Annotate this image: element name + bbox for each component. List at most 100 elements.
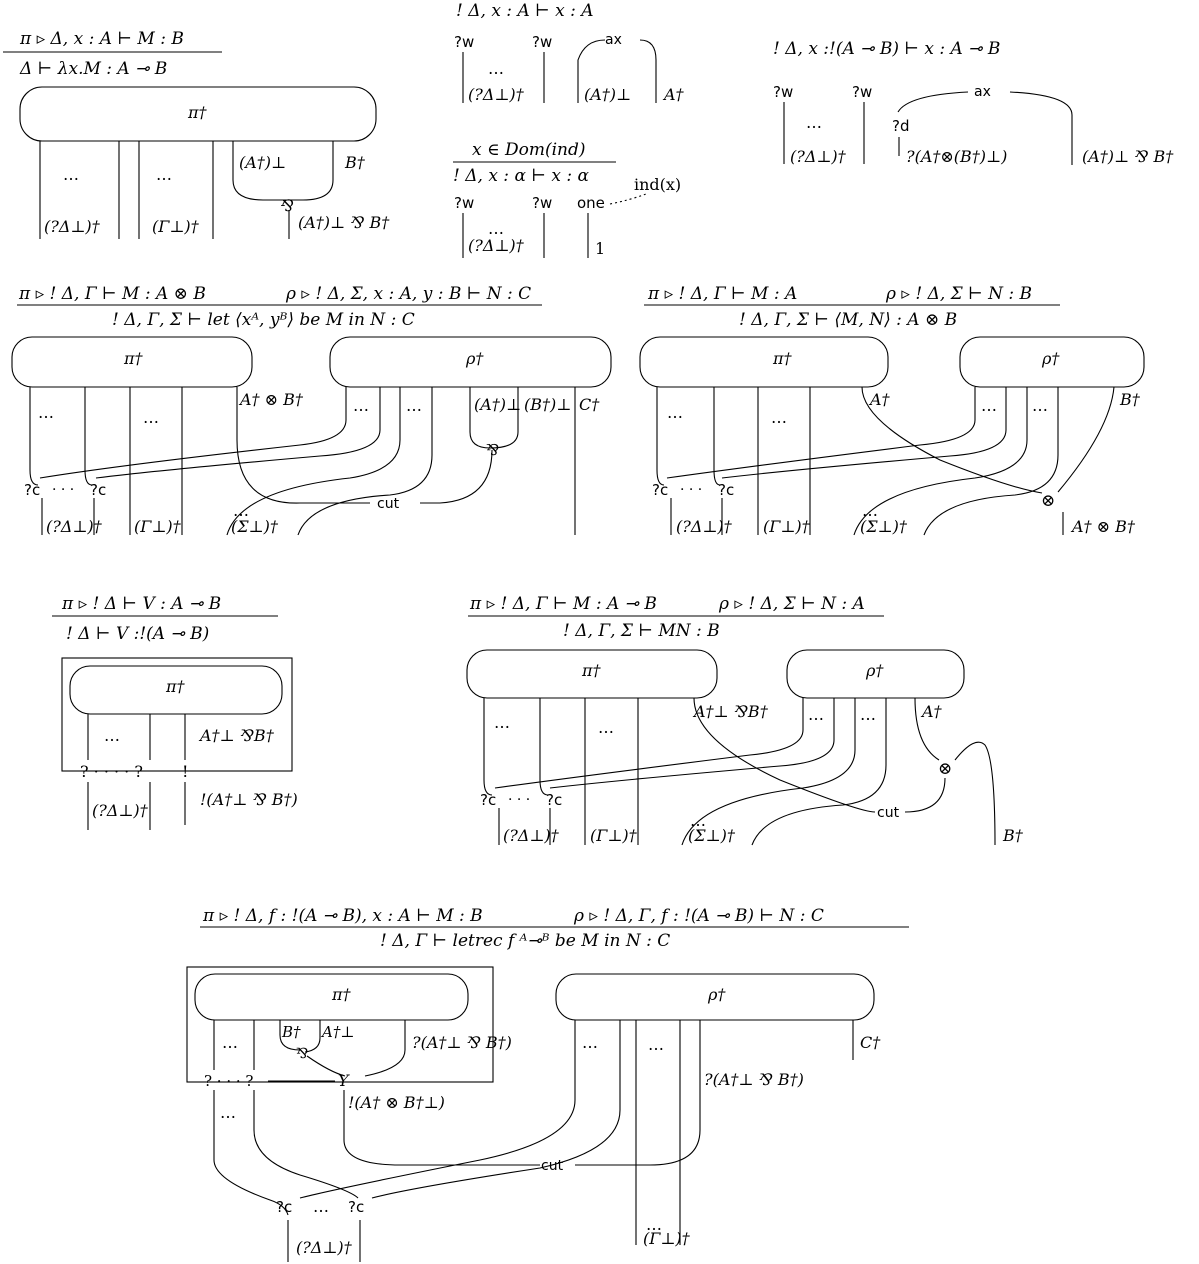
pair-b-wire <box>1057 386 1115 493</box>
app-premise-1: π ▹ ! Δ, Γ ⊢ M : A ⊸ B <box>469 594 657 614</box>
pair-rho-delta-wire-1 <box>666 387 976 479</box>
lambda-label-gamma: (Γ⊥)† <box>152 217 200 236</box>
letrec-y-combinator: Y <box>338 1071 350 1090</box>
der-weakening-2: ?w <box>852 83 872 101</box>
app-premise-2: ρ ▹ ! Δ, Σ ⊢ N : A <box>718 594 865 614</box>
let-cut-wire <box>236 387 493 504</box>
ax-label-aperp: (A†)⊥ <box>584 85 631 104</box>
lambda-context-wires <box>39 141 214 239</box>
ax-label-delta: (?Δ⊥)† <box>468 85 525 104</box>
let-pi-box <box>11 336 253 388</box>
pair-rho-label: ρ† <box>1041 349 1060 368</box>
app-rho-sigma-wire-2 <box>751 698 887 846</box>
pair-contraction-2: ?c <box>718 481 734 499</box>
let-pi-label: π† <box>123 349 144 368</box>
letrec-label-c: C† <box>860 1033 881 1052</box>
ind-weakening-1: ?w <box>454 194 474 212</box>
panel-ax: ! Δ, x : A ⊢ x : A ?w ?w … (?Δ⊥)† ax (A†… <box>454 1 685 104</box>
pair-label-sigma: (Σ⊥)† <box>860 517 908 536</box>
pair-label-delta: (?Δ⊥)† <box>676 517 733 536</box>
app-pi-box <box>466 649 718 699</box>
der-label-right: (A†)⊥ ⅋ B† <box>1082 147 1174 166</box>
app-contraction-out-wires <box>498 808 551 845</box>
app-label-b: B† <box>1002 826 1024 845</box>
lambda-premise: π ▹ Δ, x : A ⊢ M : B <box>19 29 184 49</box>
der-dots: … <box>806 113 822 132</box>
letrec-label-whynot-2: ?(A†⊥ ⅋ B†) <box>704 1070 804 1089</box>
pair-dots-pi-2: … <box>771 408 787 427</box>
lambda-label-out: (A†)⊥ ⅋ B† <box>298 213 390 232</box>
ind-label: ind(x) <box>634 175 681 194</box>
app-cut-wire <box>693 697 946 813</box>
let-label-delta: (?Δ⊥)† <box>46 517 103 536</box>
lambda-label-aperp: (A†)⊥ <box>239 153 286 172</box>
letrec-exponential-box <box>186 966 494 1083</box>
lambda-dots-1: … <box>63 165 79 184</box>
let-rho-sigma-wire-2 <box>297 387 433 536</box>
letrec-aux-ports: ? · · · ? <box>204 1072 253 1090</box>
let-contraction-1: ?c <box>24 481 40 499</box>
pair-contraction-1: ?c <box>652 481 668 499</box>
letrec-dots-gamma: … <box>646 1215 662 1234</box>
pair-dots-sigma: … <box>862 501 878 520</box>
app-rho-label: ρ† <box>865 661 884 680</box>
lambda-pi-box <box>19 86 377 142</box>
let-par-wires <box>469 387 519 449</box>
promo-label-out: !(A†⊥ ⅋ B†) <box>200 790 298 809</box>
letrec-cut-wire <box>343 1020 701 1166</box>
letrec-label-gamma: (Γ⊥)† <box>643 1229 691 1248</box>
ind-weakening-2: ?w <box>532 194 552 212</box>
pair-tensor-symbol: ⊗ <box>1041 491 1055 511</box>
panel-app: π ▹ ! Δ, Γ ⊢ M : A ⊸ B ρ ▹ ! Δ, Σ ⊢ N : … <box>466 594 1024 846</box>
ax-dots: … <box>488 59 504 78</box>
letrec-gamma-wires <box>635 1020 681 1245</box>
let-premise-1: π ▹ ! Δ, Γ ⊢ M : A ⊗ B <box>18 284 206 304</box>
app-b-wire <box>954 741 996 846</box>
let-label-tensor: A† ⊗ B† <box>238 390 304 409</box>
der-axiom-link <box>897 91 1073 165</box>
app-label-a: A† <box>920 702 943 721</box>
ind-dots: … <box>488 219 504 238</box>
pair-pi-box <box>639 336 889 388</box>
app-rho-box <box>786 649 965 699</box>
panel-lambda: π ▹ Δ, x : A ⊢ M : B Δ ⊢ λx.M : A ⊸ B π†… <box>3 29 390 239</box>
letrec-contraction-dots: … <box>313 1197 329 1216</box>
pair-label-out: A† ⊗ B† <box>1070 517 1136 536</box>
pair-dots-rho-2: … <box>1032 396 1048 415</box>
pair-conclusion: ! Δ, Γ, Σ ⊢ ⟨M, N⟩ : A ⊗ B <box>739 310 957 330</box>
letrec-contraction-1: ?c <box>276 1198 292 1216</box>
app-pi-label: π† <box>581 661 602 680</box>
der-label-mid: ?(A†⊗(B†)⊥) <box>906 147 1007 166</box>
let-premise-2: ρ ▹ ! Δ, Σ, x : A, y : B ⊢ N : C <box>285 284 531 304</box>
let-label-sigma: (Σ⊥)† <box>231 517 279 536</box>
let-rho-sigma-wire-1 <box>226 387 401 536</box>
promo-out-wires <box>87 782 186 830</box>
let-dots-sigma: … <box>233 501 249 520</box>
pair-label-gamma: (Γ⊥)† <box>763 517 811 536</box>
panel-let: π ▹ ! Δ, Γ ⊢ M : A ⊗ B ρ ▹ ! Δ, Σ, x : A… <box>11 284 612 536</box>
ind-wires <box>462 213 589 258</box>
pair-rho-sigma-wire-1 <box>853 387 1028 536</box>
ax-axiom-label: ax <box>605 32 622 48</box>
ax-axiom-link <box>577 39 657 103</box>
der-label-delta: (?Δ⊥)† <box>790 147 847 166</box>
app-rho-sigma-wire-1 <box>681 698 856 846</box>
app-dots-sigma: … <box>690 811 706 830</box>
ind-premise: x ∈ Dom(ind) <box>472 140 586 160</box>
let-rho-delta-wire-2 <box>95 387 381 479</box>
pair-out-wires <box>670 498 1064 535</box>
letrec-label-delta: (?Δ⊥)† <box>296 1238 353 1257</box>
pair-premise-1: π ▹ ! Δ, Γ ⊢ M : A <box>647 284 797 304</box>
ax-judgement: ! Δ, x : A ⊢ x : A <box>456 1 594 21</box>
lambda-dots-2: … <box>156 165 172 184</box>
app-contraction-1: ?c <box>480 791 496 809</box>
pair-label-b: B† <box>1119 390 1141 409</box>
app-rho-delta-wire-2 <box>549 698 835 789</box>
let-rho-delta-wire-1 <box>39 387 347 479</box>
promo-label-par: A†⊥ ⅋B† <box>198 726 275 745</box>
ind-one-label: one <box>577 194 605 212</box>
letrec-delta-wire-2 <box>253 1090 359 1199</box>
app-tensor-symbol: ⊗ <box>938 759 952 779</box>
let-conclusion: ! Δ, Γ, Σ ⊢ let ⟨xᴬ, yᴮ⟩ be M in N : C <box>112 310 415 330</box>
